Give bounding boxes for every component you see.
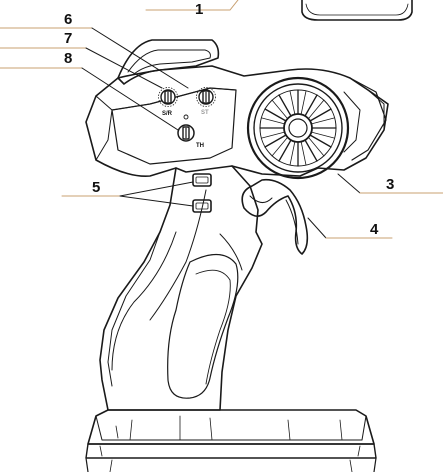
callout-6: 6 [64, 11, 72, 28]
antenna-housing [117, 39, 220, 85]
trim-button-upper[interactable] [192, 173, 212, 187]
leader-line-4 [307, 217, 327, 239]
callout-8: 8 [64, 50, 72, 67]
transmitter-head [85, 65, 389, 177]
callout-1: 1 [195, 1, 203, 18]
leader-line-3 [337, 173, 361, 194]
th-knob-label: TH [196, 143, 204, 149]
callout-7: 7 [64, 30, 72, 47]
callout-5: 5 [92, 179, 100, 196]
steering-wheel[interactable] [246, 76, 350, 180]
grip-indent [167, 253, 239, 399]
sr-knob-label: S/R [162, 111, 173, 117]
st-knob[interactable] [196, 87, 216, 107]
leader-line-1 [145, 0, 239, 11]
throttle-trigger[interactable] [241, 178, 309, 255]
st-knob-label: ST [201, 110, 209, 116]
callout-4: 4 [370, 221, 379, 238]
sr-knob[interactable] [158, 87, 178, 107]
top-right-box [301, 0, 413, 21]
callout-3: 3 [386, 176, 394, 193]
th-knob[interactable] [177, 114, 195, 142]
